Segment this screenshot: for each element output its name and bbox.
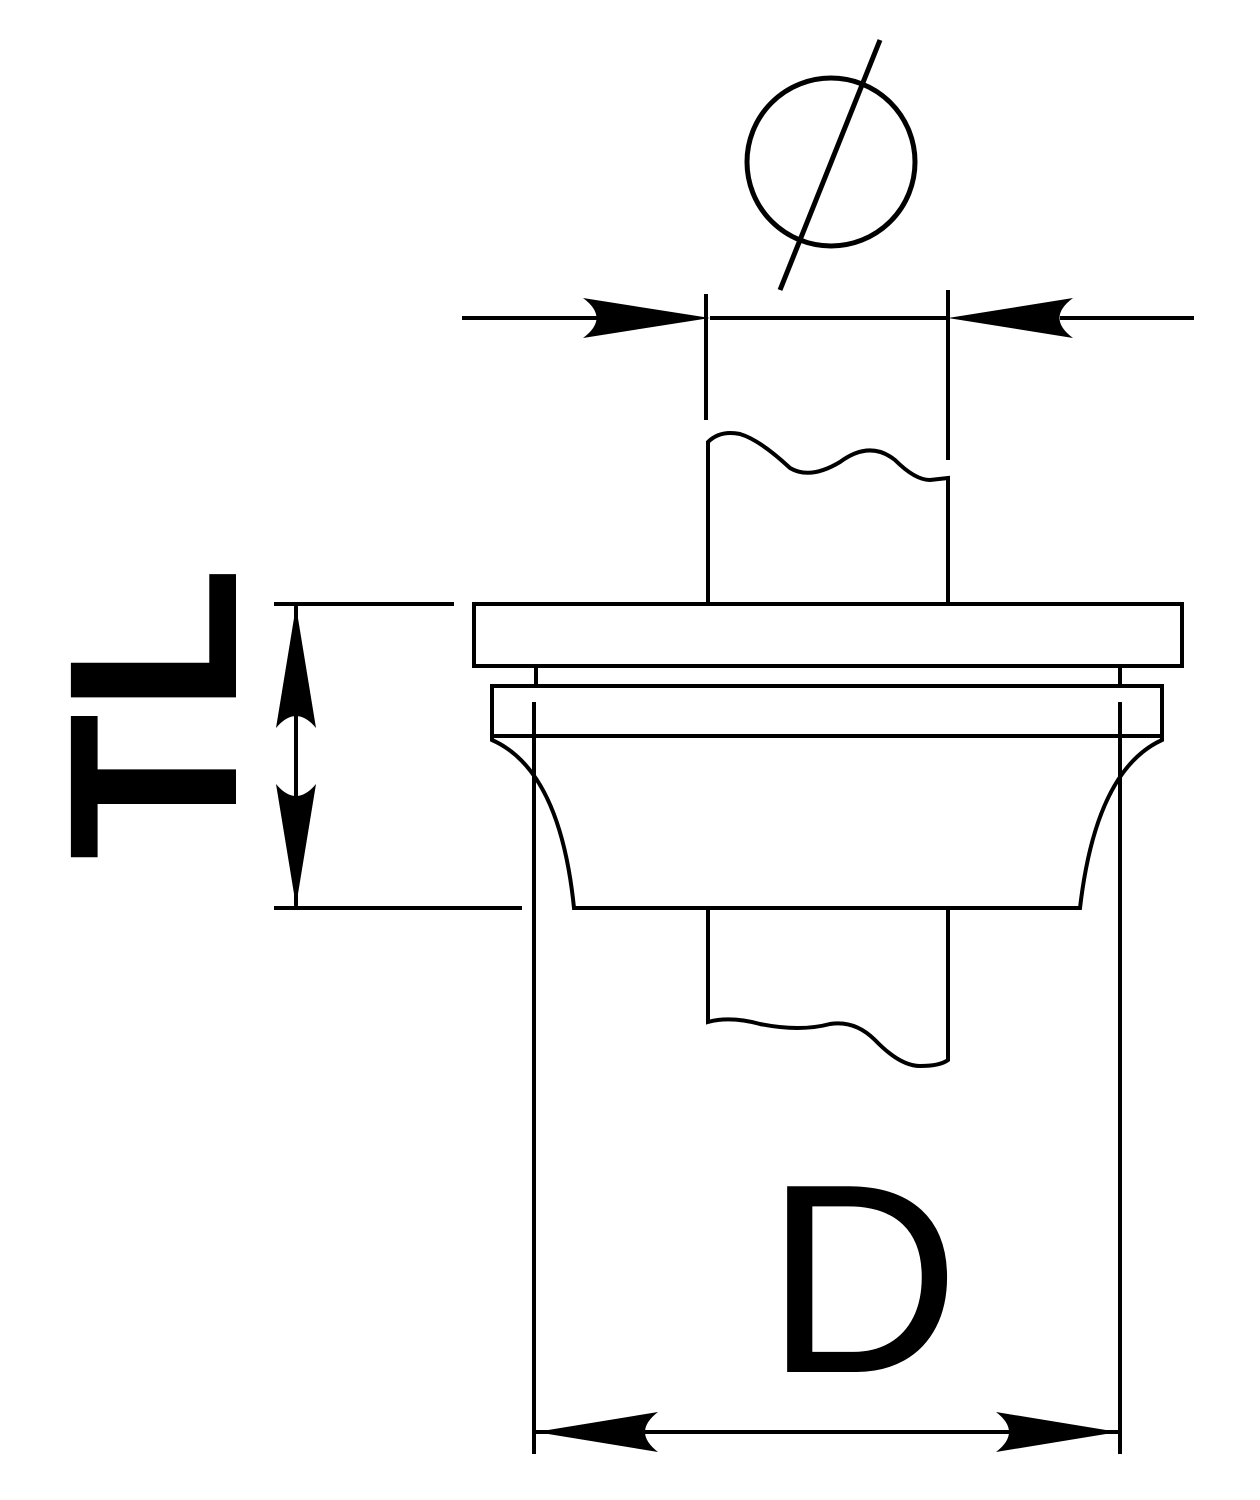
d-dimension [534, 1412, 1120, 1452]
tapered-body [490, 736, 1164, 910]
tl-bottom-arrow-icon [276, 784, 316, 906]
d-left-arrow-icon [536, 1412, 658, 1452]
tl-label: TL [19, 567, 287, 860]
lower-shaft [706, 908, 950, 1069]
upper-shaft [706, 431, 950, 604]
d-label: D [765, 1129, 960, 1430]
left-arrow-icon [583, 298, 710, 338]
top-flange [472, 602, 1184, 668]
shaft-diameter-dimension [462, 290, 1194, 460]
tl-dimension [276, 606, 316, 906]
diameter-symbol-icon [744, 39, 918, 291]
d-right-arrow-icon [996, 1412, 1118, 1452]
tl-top-arrow-icon [276, 606, 316, 728]
right-arrow-icon [948, 298, 1073, 338]
lower-flange-ring [490, 684, 1164, 738]
